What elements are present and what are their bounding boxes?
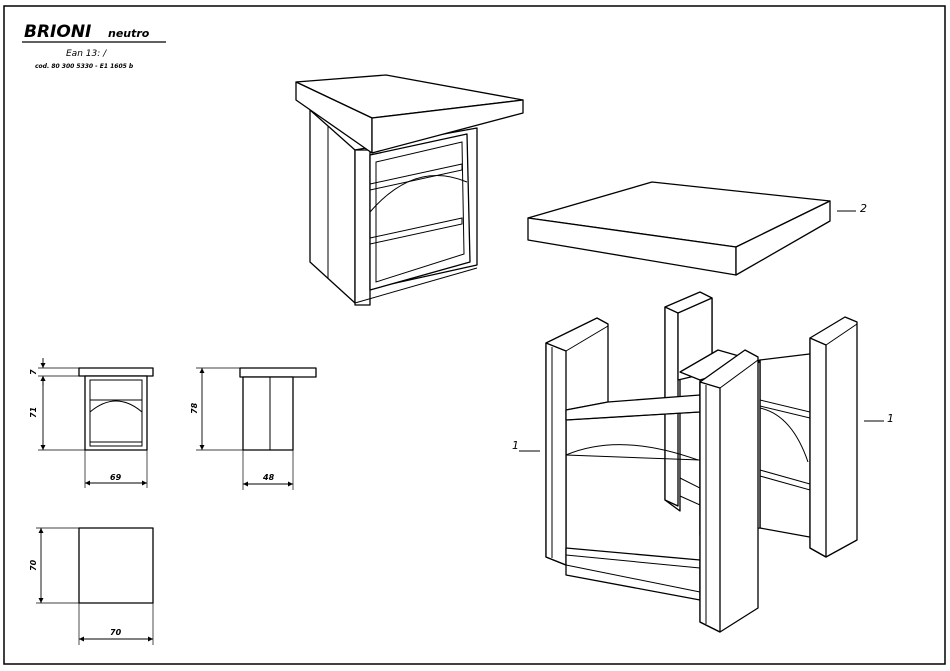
label-side-right: 1: [887, 412, 894, 425]
exploded-top: [528, 182, 830, 275]
dim-side-height: 78: [190, 402, 199, 414]
dim-plan-depth: 70: [29, 559, 38, 571]
title-block: BRIONI neutro Ean 13: / cod. 80 300 5330…: [22, 22, 166, 70]
exploded-side-back: [665, 292, 857, 557]
plan-view: 70 70: [29, 528, 153, 645]
dim-front-height: 71: [29, 407, 38, 418]
front-elevation: 7 71 69: [29, 358, 153, 488]
label-side-left: 1: [512, 439, 519, 452]
product-code: cod. 80 300 5330 - E1 1605 b: [35, 63, 134, 70]
dim-plan-width: 70: [110, 628, 122, 637]
dim-front-width: 69: [110, 473, 122, 482]
product-name: BRIONI: [24, 22, 91, 42]
side-elevation: 78 48: [190, 368, 316, 490]
dim-top-thickness: 7: [29, 369, 38, 375]
exploded-side-front: [546, 318, 758, 632]
product-variant: neutro: [108, 27, 150, 40]
assembled-view: [296, 75, 523, 305]
label-top: 2: [860, 202, 867, 215]
dim-side-depth: 48: [262, 473, 275, 482]
exploded-view: 2 1: [512, 182, 894, 632]
ean-code: Ean 13: /: [66, 49, 107, 59]
